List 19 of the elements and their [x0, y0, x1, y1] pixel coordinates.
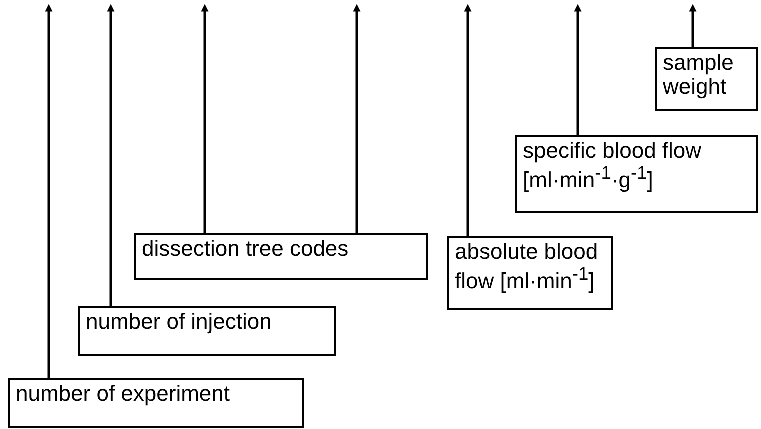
arrow: [574, 4, 582, 135]
box-label: dissection tree codes: [142, 237, 350, 262]
label-box: [78, 306, 336, 356]
box-label: number of experiment: [16, 382, 231, 406]
arrow: [45, 4, 53, 378]
box-label: number of injection: [86, 310, 273, 334]
label-box: [8, 378, 304, 428]
label-box: [134, 233, 428, 280]
arrow: [689, 4, 697, 47]
label-box: [515, 135, 758, 213]
arrow: [353, 4, 361, 233]
box-label: absolute blood flow [ml·min$^{-1}$]: [455, 240, 600, 294]
arrow: [107, 4, 115, 306]
box-label: sample weight: [663, 51, 735, 100]
label-box: [447, 236, 613, 310]
label-box: [655, 47, 758, 111]
box-label: specific blood flow [ml·min$^{-1}$·g$^{-1}$]: [523, 139, 703, 193]
arrow: [464, 4, 472, 236]
arrow: [201, 4, 209, 233]
